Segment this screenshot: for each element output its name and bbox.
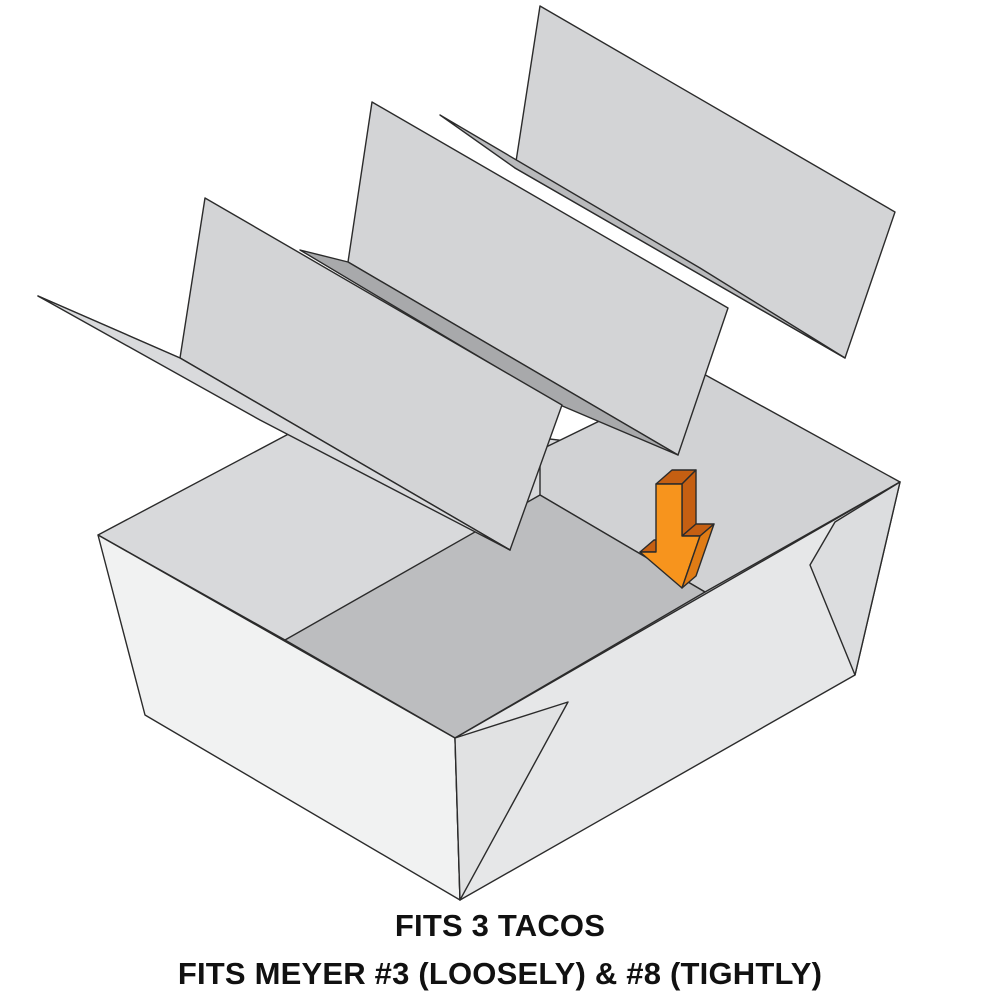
taco-insert [37, 5, 896, 551]
caption-line-1: FITS 3 TACOS [394, 908, 606, 943]
caption-line-2: FITS MEYER #3 (LOOSELY) & #8 (TIGHTLY) [177, 956, 823, 991]
down-arrow-icon [639, 469, 715, 589]
box-side-fold [809, 481, 901, 676]
box-corner-fold [454, 701, 569, 901]
